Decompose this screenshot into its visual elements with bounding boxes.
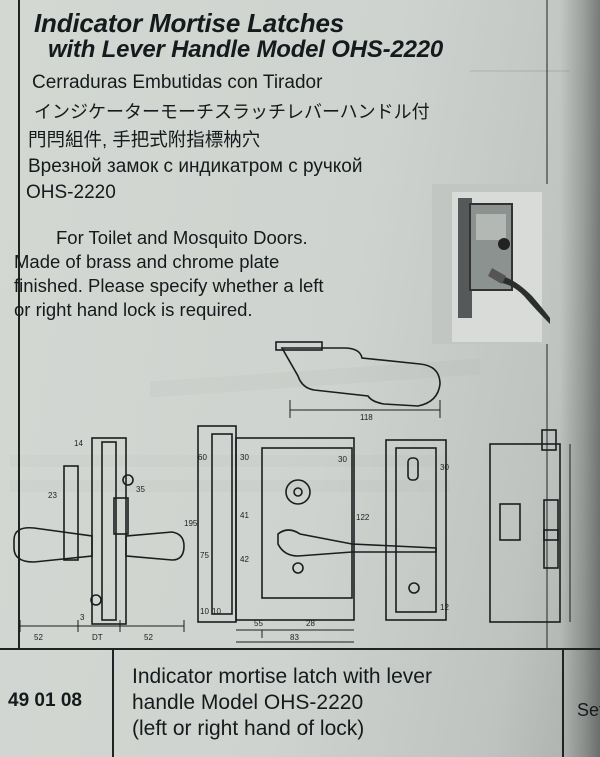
dim-12: 12 — [440, 603, 449, 612]
russian-title: Врезной замок с индикатром с ручкой — [28, 156, 363, 177]
page-spine-shadow — [560, 0, 600, 757]
title-line-2: with Lever Handle Model OHS-2220 — [48, 36, 444, 63]
left-frame-rule — [18, 0, 20, 648]
item-line-2: handle Model OHS-2220 — [132, 691, 364, 714]
product-code: 49 01 08 — [8, 690, 82, 711]
description-line-2: Made of brass and chrome plate — [14, 251, 280, 272]
product-photo — [432, 184, 550, 344]
dim-122: 122 — [356, 513, 370, 522]
dim-52-right: 52 — [144, 633, 153, 642]
spanish-title: Cerraduras Embutidas con Tirador — [32, 72, 323, 93]
dim-52-left: 52 — [34, 633, 43, 642]
item-line-1: Indicator mortise latch with lever — [132, 665, 432, 688]
dim-30-c: 30 — [440, 463, 449, 472]
technical-drawings: 118 14 23 35 3 52 DT 52 60 30 41 30 195 … — [13, 341, 571, 643]
item-description: Indicator mortise latch with lever handl… — [132, 664, 532, 742]
description-line-3: finished. Please specify whether a left — [14, 275, 324, 296]
unit-label: Set — [577, 700, 600, 720]
japanese-title: インジケーターモーチスラッチレバーハンドル付 — [34, 102, 430, 122]
dim-35: 35 — [136, 485, 145, 494]
dim-83: 83 — [290, 633, 299, 642]
footer-separator-right — [562, 650, 564, 757]
dim-30-b: 30 — [338, 455, 347, 464]
footer-separator-left — [112, 650, 114, 757]
dim-3: 3 — [80, 613, 85, 622]
show-through-text — [470, 70, 570, 72]
dim-75: 75 — [200, 551, 209, 560]
lever-handle-outline — [280, 347, 441, 407]
description-line-1: For Toilet and Mosquito Doors. — [56, 227, 308, 248]
dim-60: 60 — [198, 453, 207, 462]
front-lever — [277, 529, 437, 557]
chinese-title: 門閂組件, 手把式附指標枘穴 — [28, 129, 261, 150]
dim-42: 42 — [240, 555, 249, 564]
dim-28: 28 — [306, 619, 315, 628]
dim-handle-length: 118 — [360, 413, 373, 422]
description-line-4: or right hand lock is required. — [14, 299, 253, 320]
dim-195: 195 — [184, 519, 198, 528]
dim-41: 41 — [240, 511, 249, 520]
dim-10-a: 10 — [200, 607, 209, 616]
item-line-3: (left or right hand of lock) — [132, 717, 365, 740]
dim-dt: DT — [92, 633, 103, 642]
product-description: For Toilet and Mosquito Doors. Made of b… — [14, 226, 404, 322]
dim-14: 14 — [74, 439, 83, 448]
title-line-1: Indicator Mortise Latches — [34, 8, 344, 38]
footer-top-rule — [0, 648, 600, 650]
dim-10-b: 10 — [212, 607, 221, 616]
model-number: OHS-2220 — [26, 182, 116, 203]
dim-55: 55 — [254, 619, 263, 628]
dim-30-a: 30 — [240, 453, 249, 462]
dim-23: 23 — [48, 491, 57, 500]
